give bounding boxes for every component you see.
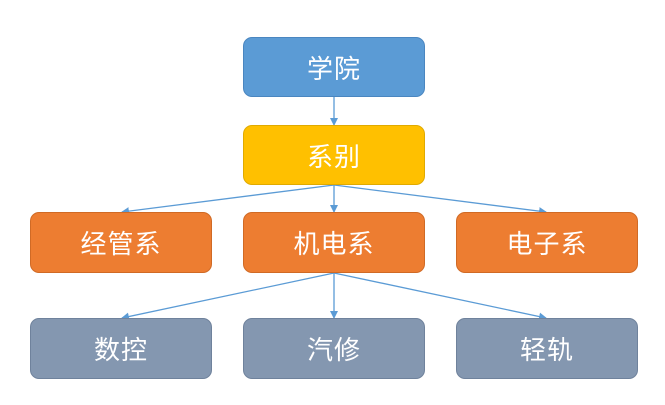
node-college: 学院 xyxy=(243,37,425,97)
node-cnc: 数控 xyxy=(30,318,212,379)
node-mechatronics: 机电系 xyxy=(243,212,425,273)
node-light-rail: 轻轨 xyxy=(456,318,638,379)
node-auto-repair-label: 汽修 xyxy=(306,336,361,366)
node-auto-repair: 汽修 xyxy=(243,318,425,379)
node-mechatronics-label: 机电系 xyxy=(293,230,375,260)
edge-department-economics xyxy=(121,184,335,216)
node-economics: 经管系 xyxy=(30,212,212,273)
edge-mechatronics-light-rail xyxy=(333,272,547,321)
edge-mechatronics-cnc xyxy=(121,272,335,321)
node-cnc-label: 数控 xyxy=(93,336,148,366)
node-light-rail-label: 轻轨 xyxy=(519,336,574,366)
node-college-label: 学院 xyxy=(306,54,361,85)
node-department-label: 系别 xyxy=(306,142,361,173)
node-department: 系别 xyxy=(243,125,425,185)
node-electronics-label: 电子系 xyxy=(506,230,588,260)
node-economics-label: 经管系 xyxy=(80,230,162,260)
edge-department-electronics xyxy=(333,184,547,216)
node-electronics: 电子系 xyxy=(456,212,638,273)
